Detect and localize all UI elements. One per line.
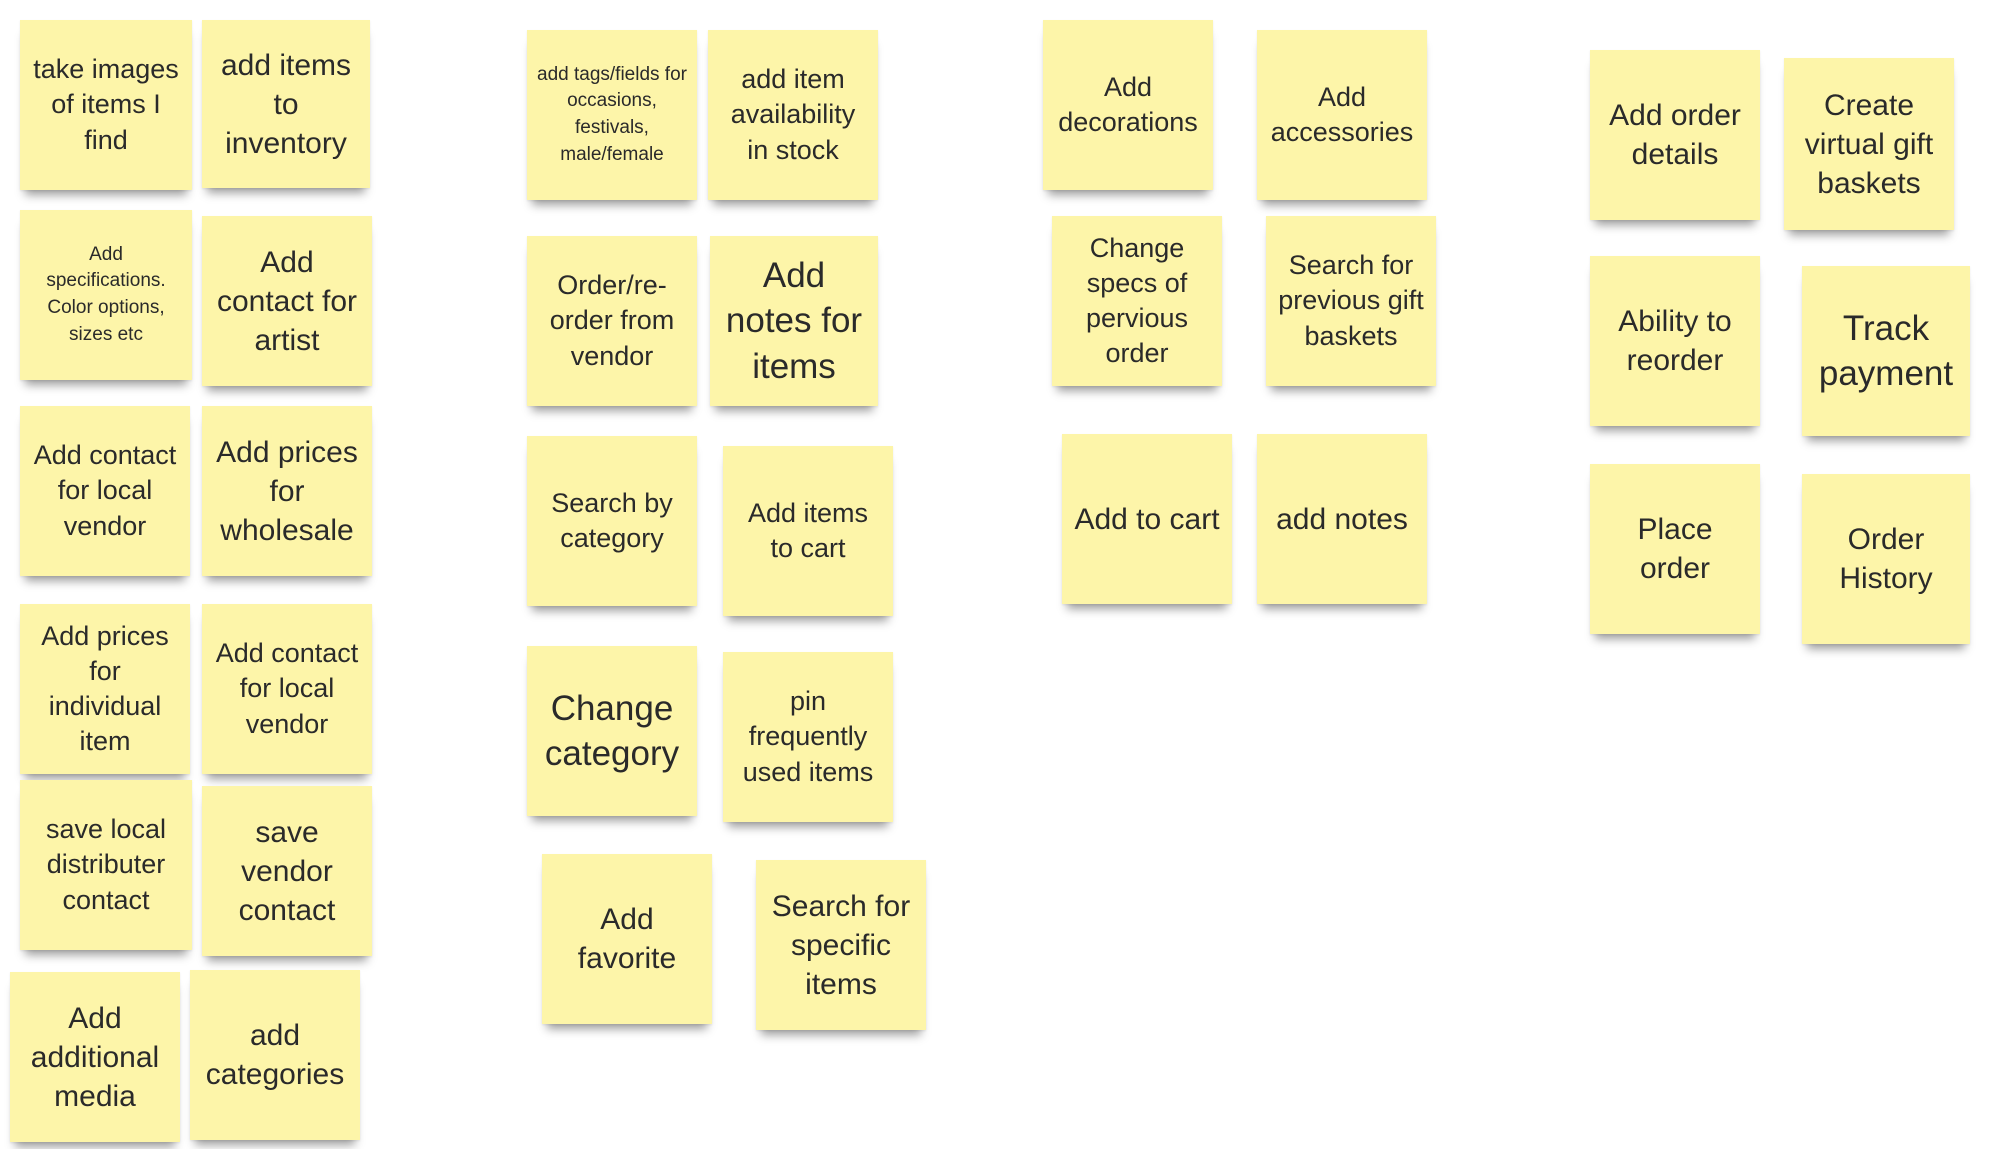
sticky-note-text: Search for specific items [771,889,911,1001]
sticky-note-text: Change specs of pervious order [1085,232,1189,369]
sticky-note-text: Add specifications. Color options, sizes… [46,243,166,345]
sticky-note-text: add notes [1276,502,1408,536]
sticky-note-text: Change category [544,688,680,774]
sticky-note-text: save local distributer contact [45,814,167,915]
sticky-note[interactable]: Add contact for local vendor [202,604,372,774]
sticky-note-text: Add prices for wholesale [216,435,358,547]
sticky-note-text: Search by category [551,487,673,553]
sticky-note-text: Add accessories [1270,81,1414,147]
sticky-note[interactable]: Add specifications. Color options, sizes… [20,210,192,380]
sticky-note[interactable]: Add favorite [542,854,712,1024]
sticky-note[interactable]: Create virtual gift baskets [1784,58,1954,230]
sticky-note-text: Add additional media [30,1001,160,1113]
sticky-note[interactable]: Change specs of pervious order [1052,216,1222,386]
sticky-note[interactable]: add tags/fields for occasions, festivals… [527,30,697,200]
sticky-note[interactable]: Track payment [1802,266,1970,436]
sticky-note-text: Order/re-order from vendor [549,270,675,371]
sticky-note[interactable]: Add notes for items [710,236,878,406]
sticky-note[interactable]: Add prices for wholesale [202,406,372,576]
sticky-note[interactable]: Order History [1802,474,1970,644]
sticky-note[interactable]: take images of items I find [20,20,192,190]
sticky-note[interactable]: save vendor contact [202,786,372,956]
sticky-note-text: Add prices for individual item [41,620,169,757]
sticky-note[interactable]: Add contact for artist [202,216,372,386]
sticky-note-text: add item availability in stock [730,64,856,165]
sticky-note-text: Add items to cart [747,497,869,563]
sticky-note-text: add categories [205,1019,345,1091]
sticky-note-text: Add contact for local vendor [33,440,177,541]
sticky-note[interactable]: Search by category [527,436,697,606]
sticky-note-text: take images of items I find [33,54,179,155]
sticky-note[interactable]: Add accessories [1257,30,1427,200]
sticky-note[interactable]: Add additional media [10,972,180,1142]
sticky-note[interactable]: Add prices for individual item [20,604,190,774]
sticky-note[interactable]: save local distributer contact [20,780,192,950]
sticky-note[interactable]: Ability to reorder [1590,256,1760,426]
sticky-note[interactable]: Search for previous gift baskets [1266,216,1436,386]
sticky-note-text: pin frequently used items [742,686,874,787]
sticky-note-text: add items to inventory [220,48,352,160]
sticky-note-text: Add contact for local vendor [215,638,359,739]
sticky-note-text: Add favorite [577,903,677,975]
sticky-note[interactable]: add notes [1257,434,1427,604]
sticky-note[interactable]: pin frequently used items [723,652,893,822]
sticky-note-text: Add contact for artist [216,245,358,357]
sticky-note-text: Track payment [1818,308,1954,394]
sticky-note[interactable]: add categories [190,970,360,1140]
sticky-note-text: Add order details [1609,99,1741,171]
sticky-note[interactable]: Order/re-order from vendor [527,236,697,406]
sticky-note[interactable]: add item availability in stock [708,30,878,200]
sticky-note[interactable]: Add items to cart [723,446,893,616]
sticky-note[interactable]: add items to inventory [202,20,370,188]
sticky-note-text: Add decorations [1058,71,1198,137]
sticky-note-text: Ability to reorder [1618,305,1732,377]
sticky-note[interactable]: Place order [1590,464,1760,634]
sticky-note-text: Place order [1637,513,1713,585]
sticky-note[interactable]: Change category [527,646,697,816]
sticky-note[interactable]: Add contact for local vendor [20,406,190,576]
sticky-note-text: add tags/fields for occasions, festivals… [537,63,687,165]
sticky-note-text: Search for previous gift baskets [1278,250,1424,351]
sticky-note-text: Add to cart [1074,502,1220,536]
sticky-note[interactable]: Add to cart [1062,434,1232,604]
sticky-note[interactable]: Add order details [1590,50,1760,220]
sticky-note[interactable]: Search for specific items [756,860,926,1030]
sticky-note-text: Add notes for items [725,255,863,386]
sticky-note[interactable]: Add decorations [1043,20,1213,190]
sticky-note-text: save vendor contact [238,815,336,927]
sticky-note-text: Create virtual gift baskets [1804,88,1934,200]
sticky-note-text: Order History [1839,523,1933,595]
